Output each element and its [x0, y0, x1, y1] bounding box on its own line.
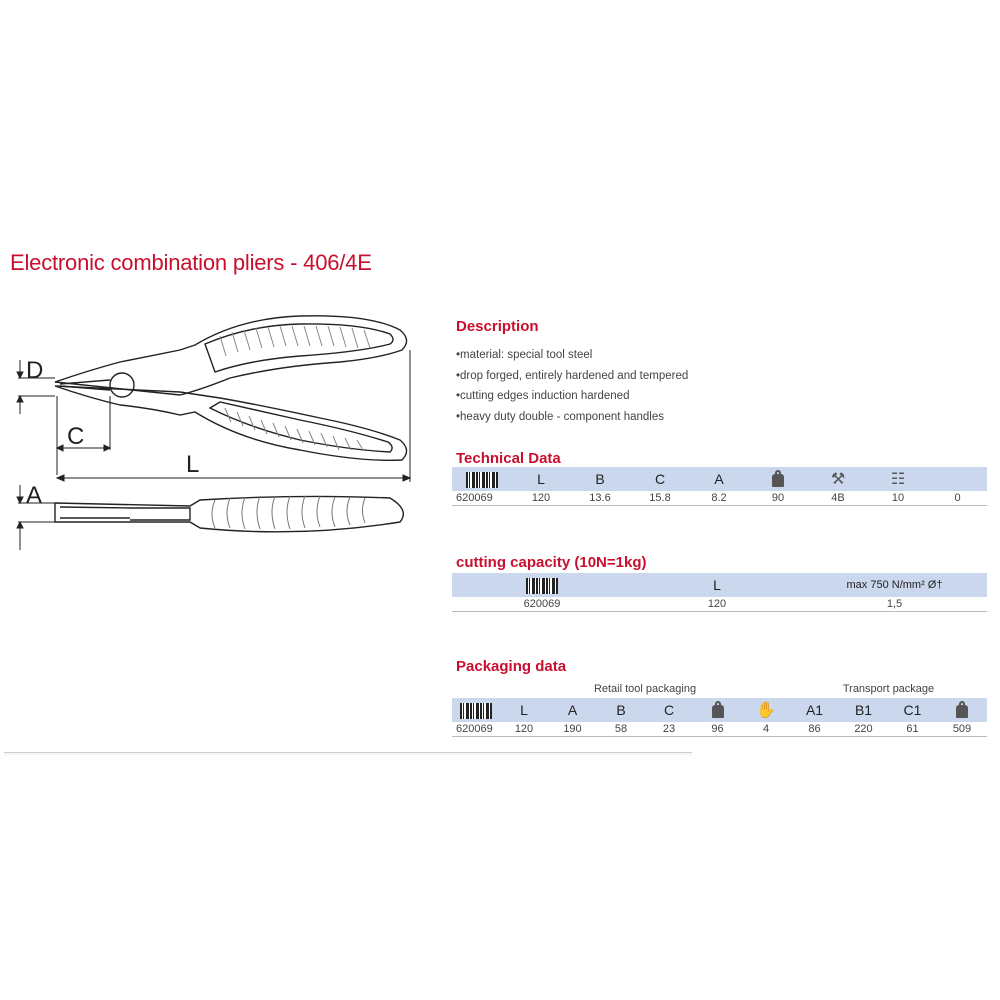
- table-cell: 220: [839, 722, 888, 737]
- header-c1: C1: [888, 698, 937, 722]
- barcode-icon: [452, 467, 512, 491]
- divider: [4, 752, 692, 753]
- hand-icon: ✋: [742, 698, 790, 722]
- table-cell: 620069: [452, 722, 500, 737]
- weight-icon: [748, 467, 808, 491]
- barcode-icon: [452, 698, 500, 722]
- header-l: L: [632, 573, 802, 597]
- weight-icon: [693, 698, 742, 722]
- jaw-icon: ⚒: [808, 467, 868, 491]
- table-cell: 620069: [452, 491, 512, 506]
- dim-label-c: C: [67, 423, 84, 450]
- header-l: L: [512, 467, 570, 491]
- table-cell: 10: [868, 491, 928, 506]
- table-cell: 620069: [452, 597, 632, 612]
- header-l: L: [500, 698, 548, 722]
- pliers-drawing: D C L A: [16, 315, 412, 550]
- table-cell: 15.8: [630, 491, 690, 506]
- transport-package-label: Transport package: [842, 683, 935, 695]
- table-cell: 120: [500, 722, 548, 737]
- weight-icon: [937, 698, 987, 722]
- table-cell: 23: [645, 722, 693, 737]
- dim-label-a: A: [26, 482, 42, 509]
- dim-label-l: L: [186, 451, 199, 478]
- description-item: material: special tool steel: [456, 349, 688, 370]
- table-cell: 58: [597, 722, 645, 737]
- description-list: material: special tool steel drop forged…: [456, 349, 688, 431]
- description-heading: Description: [456, 318, 539, 335]
- table-cell: 4B: [808, 491, 868, 506]
- header-max-strength: max 750 N/mm² Ø†: [802, 573, 987, 597]
- dim-label-d: D: [26, 357, 43, 384]
- description-item: heavy duty double - component handles: [456, 411, 688, 432]
- header-b: B: [570, 467, 630, 491]
- table-cell: 1,5: [802, 597, 987, 612]
- description-item: drop forged, entirely hardened and tempe…: [456, 370, 688, 391]
- table-cell: 86: [790, 722, 839, 737]
- technical-heading: Technical Data: [456, 450, 561, 467]
- table-cell: 0: [928, 491, 987, 506]
- table-cell: 190: [548, 722, 597, 737]
- header-a: A: [548, 698, 597, 722]
- table-cell: 96: [693, 722, 742, 737]
- table-cell: 8.2: [690, 491, 748, 506]
- header-b1: B1: [839, 698, 888, 722]
- table-cell: 509: [937, 722, 987, 737]
- header-a1: A1: [790, 698, 839, 722]
- header-c: C: [630, 467, 690, 491]
- pack-icon: ☷: [868, 467, 928, 491]
- table-cell: 120: [632, 597, 802, 612]
- table-cell: 4: [742, 722, 790, 737]
- header-a: A: [690, 467, 748, 491]
- table-cell: 61: [888, 722, 937, 737]
- technical-table: L B C A ⚒ ☷ 620069 120 13.6 15.8 8.2 90 …: [452, 467, 987, 506]
- header-b: B: [597, 698, 645, 722]
- packaging-heading: Packaging data: [456, 658, 567, 675]
- description-item: cutting edges induction hardened: [456, 390, 688, 411]
- header-c: C: [645, 698, 693, 722]
- cutting-heading: cutting capacity (10N=1kg): [456, 554, 647, 571]
- packaging-table: Retail tool packaging Transport package …: [452, 680, 987, 737]
- cutting-table: L max 750 N/mm² Ø† 620069 120 1,5: [452, 573, 987, 612]
- barcode-icon: [452, 573, 632, 597]
- table-cell: 120: [512, 491, 570, 506]
- page-title: Electronic combination pliers - 406/4E: [10, 250, 372, 275]
- table-cell: 13.6: [570, 491, 630, 506]
- retail-packaging-label: Retail tool packaging: [593, 683, 697, 695]
- table-cell: 90: [748, 491, 808, 506]
